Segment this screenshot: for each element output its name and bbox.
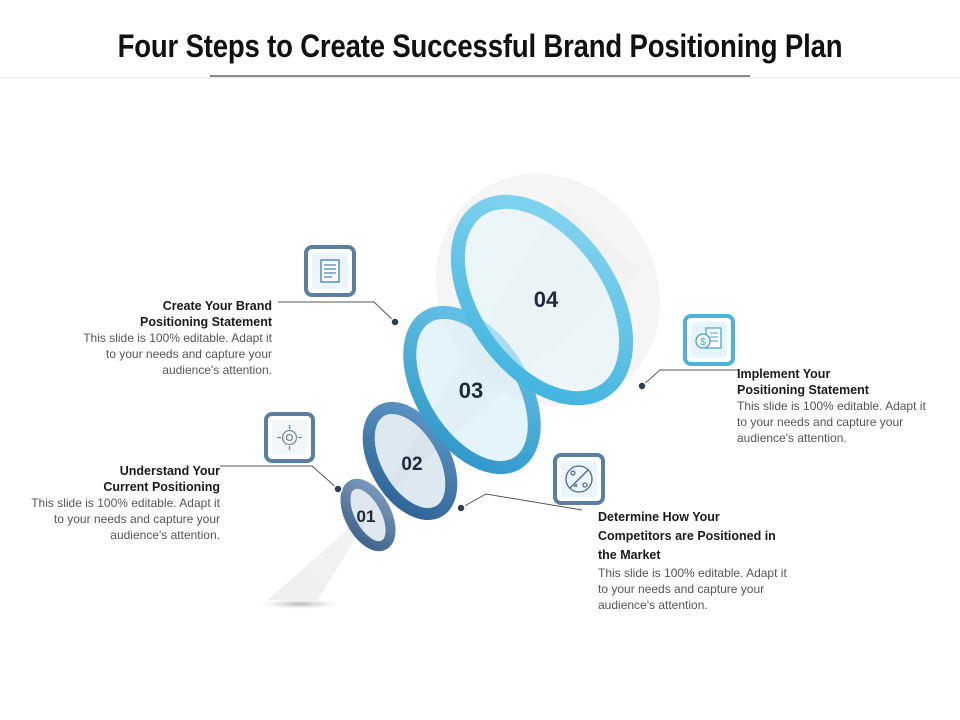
title-underline xyxy=(210,75,750,77)
step-01-text: Understand Your Current Positioning This… xyxy=(8,463,220,543)
title-divider xyxy=(0,77,960,78)
step-02-desc-line3: audience's attention. xyxy=(598,598,708,612)
document-list-icon xyxy=(304,245,356,297)
ring-04 xyxy=(450,194,634,406)
step-04-desc-line1: This slide is 100% editable. Adapt it xyxy=(737,399,926,413)
page-title: Four Steps to Create Successful Brand Po… xyxy=(117,28,843,64)
step-03-desc-line1: This slide is 100% editable. Adapt it xyxy=(83,331,272,345)
step-02-desc-line2: to your needs and capture your xyxy=(598,582,765,596)
step-01-desc-line3: audience's attention. xyxy=(110,528,220,542)
step-number-04: 04 xyxy=(534,287,559,312)
connector-04 xyxy=(637,369,738,391)
ring-02 xyxy=(362,401,458,521)
step-03-text: Create Your Brand Positioning Statement … xyxy=(60,298,272,378)
step-03-heading-line1: Create Your Brand xyxy=(162,299,272,313)
connector-02 xyxy=(456,493,583,513)
step-03-desc-line3: audience's attention. xyxy=(162,363,272,377)
step-04-text: Implement Your Positioning Statement Thi… xyxy=(737,366,947,446)
step-number-01: 01 xyxy=(357,507,376,526)
target-crosshair-icon xyxy=(264,412,315,463)
step-01-desc-line2: to your needs and capture your xyxy=(53,512,220,526)
svg-text:$: $ xyxy=(700,337,706,348)
step-04-heading-line2: Positioning Statement xyxy=(737,383,869,397)
ring-01 xyxy=(340,478,396,552)
step-04-desc-line3: audience's attention. xyxy=(737,431,847,445)
step-02-heading-line3: the Market xyxy=(598,548,661,562)
strategy-board-icon xyxy=(553,453,605,505)
step-02-text: Determine How Your Competitors are Posit… xyxy=(598,508,818,613)
dollar-document-icon: $ xyxy=(683,314,735,366)
step-02-desc-line1: This slide is 100% editable. Adapt it xyxy=(598,566,787,580)
connector-01 xyxy=(220,465,343,494)
step-04-desc-line2: to your needs and capture your xyxy=(737,415,904,429)
step-01-desc-line1: This slide is 100% editable. Adapt it xyxy=(31,496,220,510)
step-02-heading-line1: Determine How Your xyxy=(598,510,720,524)
step-03-heading-line2: Positioning Statement xyxy=(140,315,272,329)
step-01-heading-line2: Current Positioning xyxy=(103,480,220,494)
step-02-heading-line2: Competitors are Positioned in xyxy=(598,529,776,543)
step-03-desc-line2: to your needs and capture your xyxy=(105,347,272,361)
step-01-heading-line1: Understand Your xyxy=(119,464,220,478)
step-number-02: 02 xyxy=(401,454,422,475)
step-number-03: 03 xyxy=(459,378,483,403)
step-04-heading-line1: Implement Your xyxy=(737,367,831,381)
connector-03 xyxy=(278,301,400,327)
